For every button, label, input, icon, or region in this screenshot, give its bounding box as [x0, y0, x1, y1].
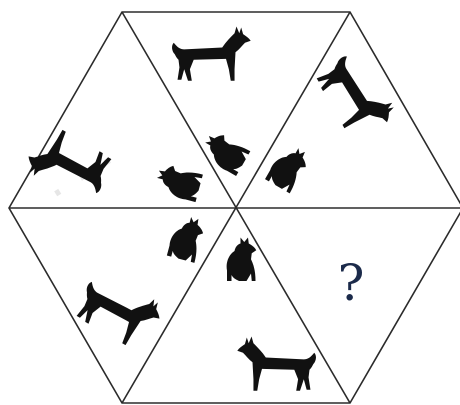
- fox-icon: [237, 337, 316, 391]
- question-mark: ?: [338, 254, 365, 312]
- sitting-dog-icon: [265, 141, 312, 193]
- sitting-dog-icon: [227, 238, 257, 282]
- sitting-dog-icon: [153, 163, 203, 203]
- sitting-dog-icon: [166, 213, 206, 263]
- fox-icon: [172, 27, 251, 81]
- sitting-dog-icon: [198, 129, 250, 176]
- fox-icon: [313, 47, 399, 142]
